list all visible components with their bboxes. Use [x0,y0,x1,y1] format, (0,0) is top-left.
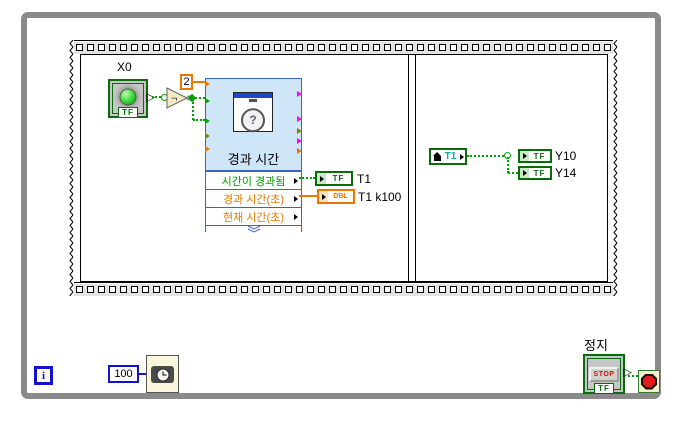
numeric-wire [299,195,317,197]
vi-input-arrow-icon [205,98,210,104]
sequence-border-right [613,40,618,296]
vi-output-row-elapsed-seconds[interactable]: 경과 시간(초) [206,189,301,207]
vi-input-arrow-icon [205,146,210,152]
numeric-wire [193,81,205,83]
iteration-label: i [41,369,46,382]
boolean-wire [152,96,164,98]
sequence-border-left [69,40,74,296]
y14-tf-indicator[interactable]: TF [518,166,552,180]
t1-tf-indicator[interactable]: TF [315,171,353,186]
vi-output-arrow-icon [297,128,302,134]
sequence-frame-divider[interactable] [415,55,416,281]
x0-boolean-terminal[interactable]: TF ▷ [108,79,155,118]
vi-output-arrow-icon [297,116,302,122]
output-arrow-icon: ▷ [146,91,155,104]
x0-label: X0 [117,60,132,74]
stop-button-face: STOP [589,367,619,382]
tf-type-tab: TF [118,107,138,118]
row-arrow-icon [294,196,298,202]
stop-sign-icon [641,373,657,390]
boolean-wire [193,119,205,121]
vi-output-arrow-icon [297,91,302,97]
sequence-frame-divider[interactable] [408,55,409,281]
not-symbol: ¬ [171,93,177,105]
boolean-wire [508,172,518,174]
vi-output-row-time-has-elapsed[interactable]: 시간이 경과됨 [206,171,301,189]
t1-k100-label: T1 k100 [358,190,402,204]
boolean-wire [507,157,509,173]
vi-output-arrow-icon [297,138,302,144]
tf-type-tab: TF [594,383,614,394]
indicator-arrow-icon [522,170,527,176]
local-var-arrow-icon [460,153,464,160]
vi-input-arrow-icon [205,81,210,87]
row-arrow-icon [294,178,298,184]
indicator-arrow-icon [522,153,527,159]
boolean-wire [628,375,638,377]
y14-label: Y14 [555,166,577,180]
integer-wire [138,373,147,375]
row-arrow-icon [294,214,298,220]
output-arrow-icon: ▷ [623,366,632,379]
indicator-arrow-icon [321,193,326,200]
loop-condition-terminal[interactable] [638,370,660,393]
numeric-constant-2[interactable]: 2 [180,74,193,90]
y10-tf-indicator[interactable]: TF [518,149,552,163]
loop-iteration-terminal[interactable]: i [34,366,53,385]
wristwatch-icon [151,366,174,383]
t1-local-variable[interactable]: T1 [429,148,467,165]
y10-label: Y10 [555,149,577,163]
vi-output-arrow-icon [297,148,302,154]
wait-ms-function[interactable] [146,355,179,393]
while-loop-border[interactable] [21,12,661,399]
stop-label: 정지 [584,338,608,353]
boolean-wire [299,177,315,179]
wait-ms-constant[interactable]: 100 [108,365,139,383]
stop-button[interactable]: STOP TF ▷ [583,354,632,394]
led-icon [119,88,137,106]
sequence-border-top[interactable] [74,40,613,54]
house-icon [433,151,441,161]
vi-title: 경과 시간 [227,152,280,167]
boolean-wire [195,97,205,99]
sequence-border-bottom[interactable] [74,282,613,296]
vi-output-row-present-seconds[interactable]: 현재 시간(초) [206,207,301,225]
t1-label: T1 [357,172,372,186]
t1-k100-dbl-indicator[interactable]: DBL [317,189,355,204]
stopwatch-icon: ? [233,92,273,133]
elapsed-time-express-vi[interactable]: ? 경과 시간 시간이 경과됨 경과 시간(초) 현재 시간(초) [205,78,302,233]
boolean-wire [192,99,194,120]
indicator-arrow-icon [319,175,324,182]
vi-input-arrow-icon [205,133,210,139]
vi-input-arrow-icon [205,118,210,124]
boolean-wire [467,155,507,157]
vi-collapse-chevron-icon[interactable] [206,225,301,233]
